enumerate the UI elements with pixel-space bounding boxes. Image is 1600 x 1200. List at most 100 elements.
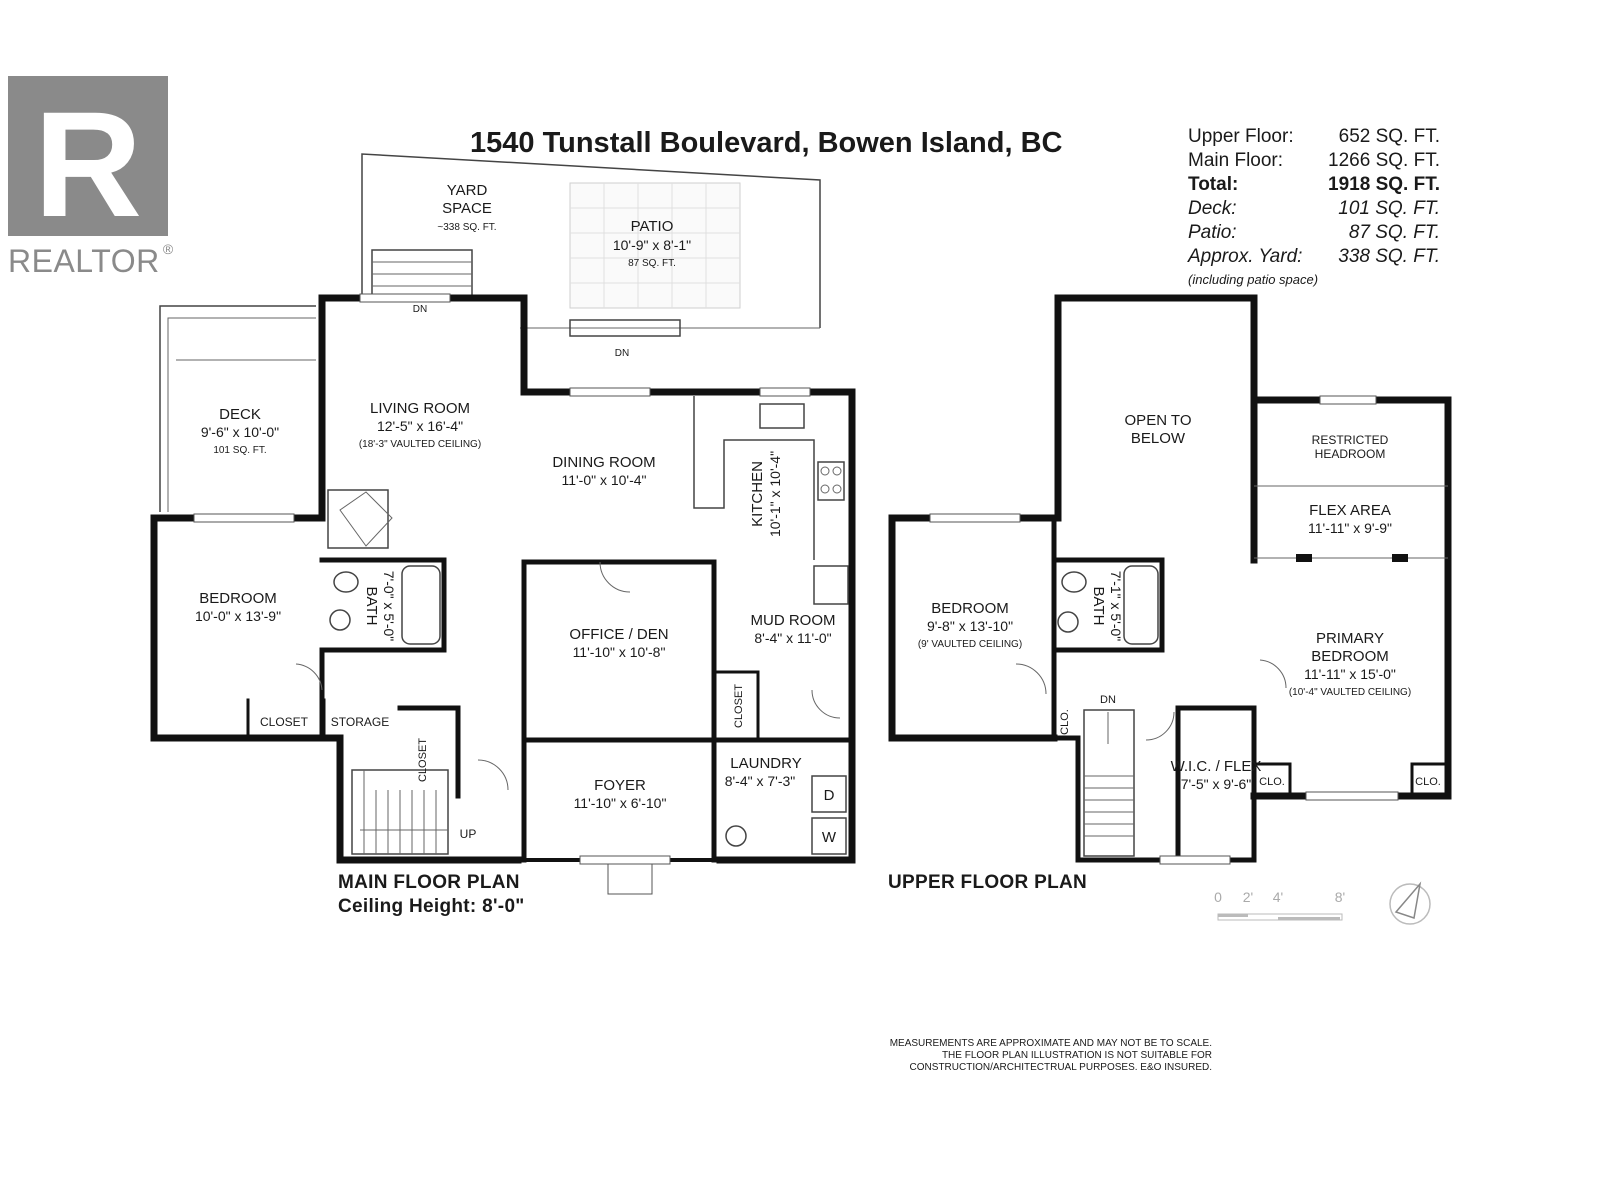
primary-bedroom-note: (10'-4" VAULTED CEILING)	[1289, 687, 1411, 698]
summary-note: (including patio space)	[1188, 272, 1318, 287]
main-bedroom-label: BEDROOM	[199, 590, 277, 607]
deck-dims: 9'-6" x 10'-0"	[201, 424, 279, 440]
water-heater	[725, 825, 747, 847]
deck-area: 101 SQ. FT.	[213, 445, 266, 456]
laundry-label: LAUNDRY	[730, 755, 801, 772]
realtor-registered-mark: ®	[163, 241, 174, 257]
living-room-dims: 12'-5" x 16'-4"	[377, 418, 463, 434]
primary-closet-right-label: CLO.	[1415, 776, 1441, 788]
realtor-logo-box	[8, 76, 168, 236]
scale-tick-0: 0	[1214, 889, 1222, 905]
main-exterior-wall-west	[150, 294, 522, 864]
main-floor-plan: YARD SPACE ~338 SQ. FT. DN PATIO 10'-9" …	[150, 153, 856, 917]
upper-bath-sink	[1057, 611, 1079, 633]
upper-floor-plan-label: UPPER FLOOR PLAN	[888, 872, 1087, 893]
upper-stairs	[1083, 709, 1135, 857]
living-room-note: (18'-3" VAULTED CEILING)	[359, 439, 481, 450]
scale-tick-2: 2'	[1243, 889, 1253, 905]
living-room-label: LIVING ROOM	[370, 400, 470, 417]
summary-upper-value: 652 SQ. FT.	[1339, 126, 1440, 147]
wic-window	[1159, 855, 1231, 865]
summary-patio-value: 87 SQ. FT.	[1349, 222, 1440, 243]
dining-room-label: DINING ROOM	[552, 454, 655, 471]
disclaimer-line-1: MEASUREMENTS ARE APPROXIMATE AND MAY NOT…	[890, 1038, 1212, 1049]
restricted-headroom-line2: HEADROOM	[1315, 447, 1386, 461]
washer	[811, 817, 847, 855]
main-exterior-wall-north-east	[318, 294, 856, 864]
primary-bedroom-dims: 11'-11" x 15'-0"	[1304, 666, 1396, 682]
disclaimer: MEASUREMENTS ARE APPROXIMATE AND MAY NOT…	[890, 1038, 1212, 1073]
fireplace	[327, 489, 389, 549]
area-summary: Upper Floor: 652 SQ. FT. Main Floor: 126…	[1187, 126, 1440, 287]
bathtub	[401, 565, 441, 645]
upper-bath-dims: 7'-1" x 5'-0"	[1108, 571, 1124, 642]
open-to-below-line1: OPEN TO	[1125, 412, 1192, 429]
toilet	[333, 571, 359, 593]
mud-door-swing	[811, 689, 841, 719]
yard-outline	[361, 153, 821, 328]
scale-bar: 0 2' 4' 8'	[1214, 889, 1345, 921]
kitchen-window	[759, 387, 811, 397]
open-to-below-line2: BELOW	[1131, 430, 1186, 447]
kitchen-sink	[759, 403, 805, 429]
office-label: OFFICE / DEN	[569, 626, 668, 643]
primary-closet-right	[1410, 762, 1450, 798]
dryer-label: D	[824, 787, 835, 804]
summary-yard-value: 338 SQ. FT.	[1338, 246, 1440, 267]
stair-walls	[1051, 735, 1139, 863]
mud-closet-label: CLOSET	[733, 684, 745, 728]
patio-label: PATIO	[631, 218, 674, 235]
main-floor-plan-label: MAIN FLOOR PLAN	[338, 872, 520, 893]
disclaimer-line-3: CONSTRUCTION/ARCHITECTRUAL PURPOSES. E&O…	[910, 1062, 1212, 1073]
upper-bath-label: BATH	[1090, 587, 1107, 626]
north-arrow-icon	[1389, 881, 1431, 925]
flex-window	[1319, 395, 1377, 405]
yard-label-line2: SPACE	[442, 200, 492, 217]
patio-steps	[569, 319, 681, 337]
upper-bedroom-window	[929, 513, 1021, 523]
summary-main-label: Main Floor:	[1188, 150, 1283, 171]
primary-bedroom-line1: PRIMARY	[1316, 630, 1384, 647]
office-door-swing	[599, 561, 631, 593]
summary-upper-label: Upper Floor:	[1188, 126, 1294, 147]
open-to-below-walls	[1054, 294, 1258, 564]
living-window	[359, 293, 451, 303]
kitchen-cooktop	[817, 461, 845, 501]
upper-bath-walls	[1051, 557, 1165, 653]
foyer-label: FOYER	[594, 777, 646, 794]
primary-closet-left	[1252, 762, 1292, 798]
foyer-closet-door-swing	[477, 759, 509, 791]
summary-deck-value: 101 SQ. FT.	[1338, 198, 1440, 219]
fridge	[813, 565, 849, 605]
laundry-dims: 8'-4" x 7'-3"	[725, 773, 796, 789]
dining-room-dims: 11'-0" x 10'-4"	[561, 472, 646, 488]
hall-closet-label: CLOSET	[417, 738, 429, 782]
summary-total-label: Total:	[1188, 174, 1238, 195]
closet-walls	[397, 705, 461, 799]
summary-main-value: 1266 SQ. FT.	[1328, 150, 1440, 171]
kitchen-dims: 10'-1" x 10'-4"	[767, 451, 783, 537]
storage-label: STORAGE	[331, 715, 389, 729]
primary-window	[1305, 791, 1399, 801]
main-bath-label: BATH	[363, 587, 380, 626]
foyer-dims: 11'-10" x 6'-10"	[574, 795, 667, 811]
summary-deck-label: Deck:	[1188, 198, 1237, 219]
primary-bedroom-line2: BEDROOM	[1311, 648, 1389, 665]
restricted-headroom-line1: RESTRICTED	[1312, 433, 1389, 447]
disclaimer-line-2: THE FLOOR PLAN ILLUSTRATION IS NOT SUITA…	[942, 1050, 1212, 1061]
wic-door-swing	[1145, 711, 1175, 741]
yard-label-line1: YARD	[447, 182, 488, 199]
deck-door	[193, 513, 295, 523]
dining-slider	[569, 387, 651, 397]
yard-stairs-dn: DN	[413, 304, 427, 315]
stairs-up-label: UP	[460, 827, 477, 841]
entry-doors	[607, 863, 653, 895]
bedroom-door-swing	[295, 663, 323, 691]
flex-area-label: FLEX AREA	[1309, 502, 1391, 519]
primary-closet-left-label: CLO.	[1259, 776, 1285, 788]
wic-label: W.I.C. / FLEX	[1171, 758, 1262, 775]
main-bath-dims: 7'-0" x 5'-0"	[381, 571, 397, 642]
mud-room-dims: 8'-4" x 11'-0"	[754, 630, 831, 646]
kitchen-counters	[693, 396, 815, 560]
